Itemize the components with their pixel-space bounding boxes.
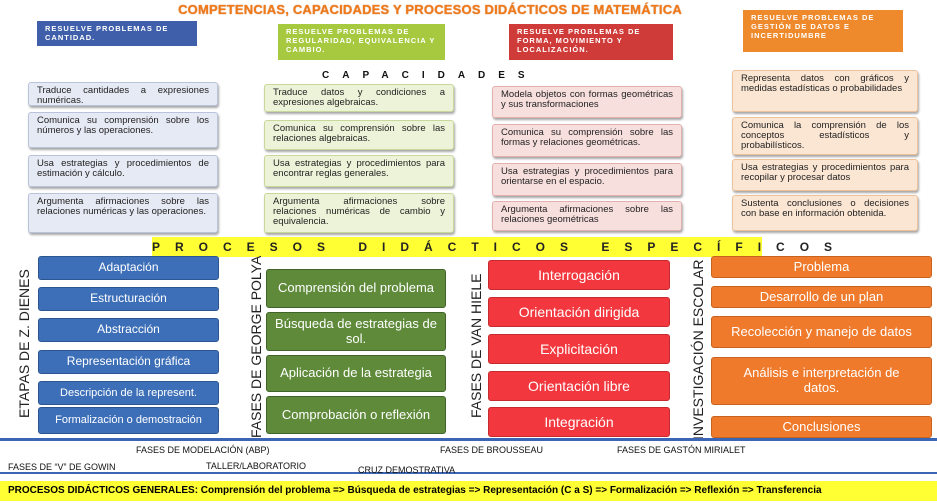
capacity-regularidad-2: Comunica su comprensión sobre las relaci… (264, 120, 454, 150)
footer-cruz: CRUZ DEMOSTRATIVA (358, 465, 456, 475)
vanhiele-step-interrogacion: Interrogación (488, 260, 670, 290)
vanhiele-step-orientacion-libre: Orientación libre (488, 371, 670, 401)
capacity-regularidad-3: Usa estrategias y procedimientos para en… (264, 155, 454, 187)
column-label-van-hiele: FASES DE VAN HIELE (468, 273, 484, 418)
investigacion-step-recoleccion: Recolección y manejo de datos (711, 316, 932, 348)
vanhiele-step-explicitacion: Explicitación (488, 334, 670, 364)
dienes-step-representacion: Representación gráfica (38, 350, 219, 374)
capacity-forma-1: Modela objetos con formas geométricas y … (492, 86, 682, 118)
footer-gowin: FASES DE “V” DE GOWIN (8, 462, 116, 472)
capacity-datos-3: Usa estrategias y procedimientos para re… (732, 159, 918, 191)
dienes-step-estructuracion: Estructuración (38, 287, 219, 311)
page-title: COMPETENCIAS, CAPACIDADES Y PROCESOS DID… (178, 2, 682, 17)
capacity-regularidad-1: Traduce datos y condiciones a expresione… (264, 84, 454, 112)
capacidades-label: CAPACIDADES (322, 70, 538, 81)
capacity-regularidad-4: Argumenta afirmaciones sobre relaciones … (264, 193, 454, 233)
polya-step-comprension: Comprensión del problema (266, 269, 446, 308)
column-label-dienes: ETAPAS DE Z. DIENES (16, 269, 32, 418)
footer-gaston: FASES DE GASTÓN MIRIALET (617, 445, 746, 455)
capacity-forma-3: Usa estrategias y procedimientos para or… (492, 163, 682, 196)
dienes-step-descripcion: Descripción de la represent. (38, 381, 219, 405)
capacity-cantidad-1: Traduce cantidades a expresiones numéric… (28, 82, 218, 106)
footer-modelacion: FASES DE MODELACIÓN (ABP) (136, 445, 270, 455)
column-label-polya: FASES DE GEORGE POLYA (248, 255, 264, 438)
capacity-forma-4: Argumenta afirmaciones sobre las relacio… (492, 201, 682, 231)
dienes-step-abstraccion: Abstracción (38, 318, 219, 342)
competency-cantidad-header: RESUELVE PROBLEMAS DE CANTIDAD. (37, 21, 197, 46)
investigacion-step-conclusiones: Conclusiones (711, 416, 932, 438)
capacity-cantidad-4: Argumenta afirmaciones sobre las relacio… (28, 193, 218, 233)
competency-forma-header: RESUELVE PROBLEMAS DE FORMA, MOVIMIENTO … (509, 24, 673, 60)
procesos-especificos-banner: PROCESOS DIDÁCTICOS ESPECÍFICOS (152, 237, 832, 257)
competency-datos-header: RESUELVE PROBLEMAS DE GESTIÓN DE DATOS E… (743, 10, 903, 52)
vanhiele-step-orientacion-dirigida: Orientación dirigida (488, 297, 670, 327)
capacity-datos-2: Comunica la comprensión de los conceptos… (732, 117, 918, 155)
polya-step-aplicacion: Aplicación de la estrategia (266, 355, 446, 392)
investigacion-step-problema: Problema (711, 256, 932, 278)
capacity-cantidad-3: Usa estrategias y procedimientos de esti… (28, 155, 218, 187)
separator-line (0, 438, 937, 441)
investigacion-step-plan: Desarrollo de un plan (711, 286, 932, 308)
polya-step-comprobacion: Comprobación o reflexión (266, 396, 446, 434)
footer-brousseau: FASES DE BROUSSEAU (440, 445, 544, 455)
footer-taller: TALLER/LABORATORIO (206, 461, 307, 471)
capacity-forma-2: Comunica su comprensión sobre las formas… (492, 124, 682, 157)
separator-line-lower (0, 472, 937, 474)
dienes-step-formalizacion: Formalización o demostración (38, 407, 219, 434)
dienes-step-adaptacion: Adaptación (38, 256, 219, 280)
polya-step-busqueda: Búsqueda de estrategias de sol. (266, 312, 446, 351)
vanhiele-step-integracion: Integración (488, 407, 670, 437)
procesos-generales-banner: PROCESOS DIDÁCTICOS GENERALES: Comprensi… (0, 481, 937, 501)
capacity-cantidad-2: Comunica su comprensión sobre los número… (28, 112, 218, 148)
investigacion-step-analisis: Análisis e interpretación de datos. (711, 357, 932, 405)
column-label-investigacion: INVESTIGACIÓN ESCOLAR (690, 259, 706, 440)
capacity-datos-4: Sustenta conclusiones o decisiones con b… (732, 195, 918, 231)
capacity-datos-1: Representa datos con gráficos y medidas … (732, 70, 918, 112)
competency-regularidad-header: RESUELVE PROBLEMAS DE REGULARIDAD, EQUIV… (278, 24, 445, 60)
